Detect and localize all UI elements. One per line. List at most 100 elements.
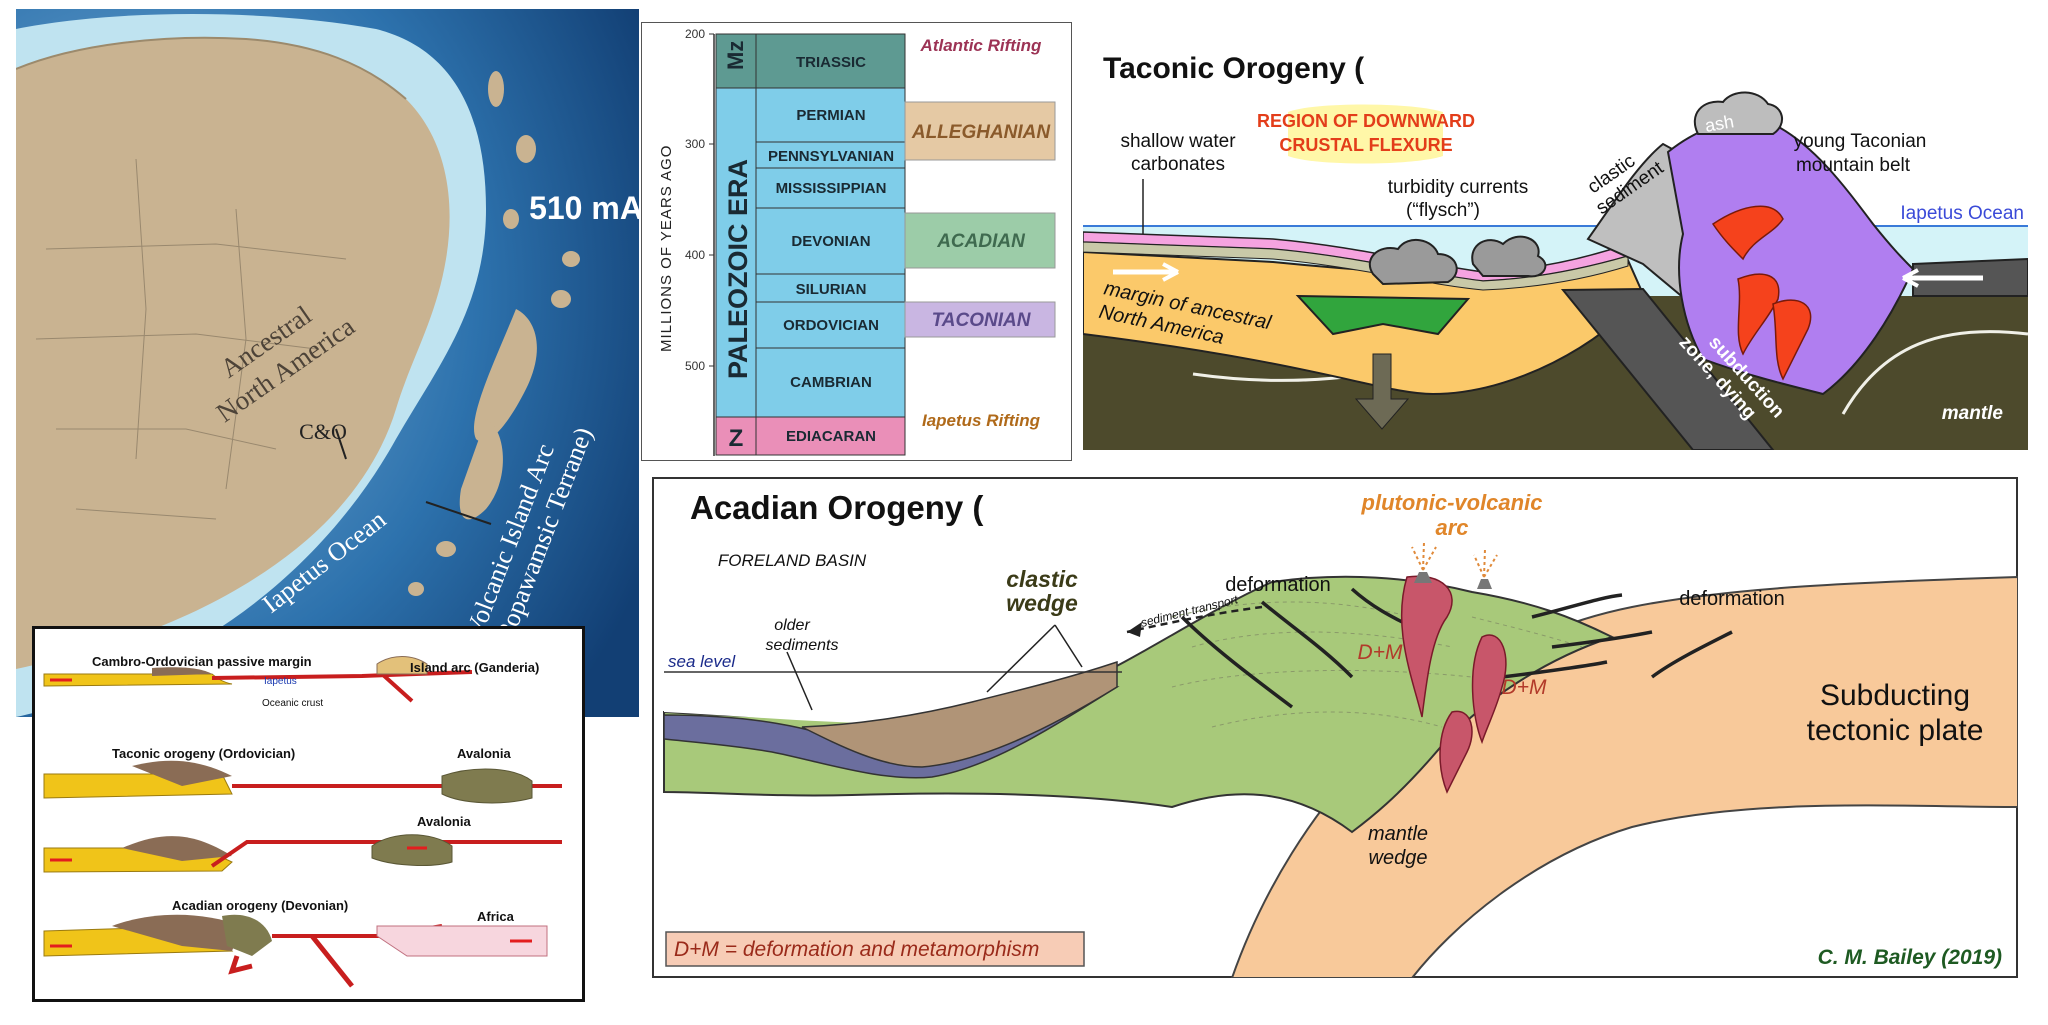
acadian-clastic-line2: wedge (1006, 590, 1078, 616)
taconic-young-line2: mountain belt (1796, 155, 1911, 176)
acadian-older-line1: older (774, 617, 810, 634)
era-mz-label: Mz (723, 41, 748, 70)
map-svg: 510 mA Ancestral North America C&O Iapet… (16, 9, 639, 717)
state-boundaries (35, 158, 347, 520)
inset-row2-right: Avalonia (457, 746, 511, 761)
timescale-axis-label: MILLIONS OF YEARS AGO (658, 145, 675, 352)
period-ediacaran: EDIACARAN (786, 428, 876, 445)
acadian-eruption-lines (1411, 541, 1498, 578)
ancestral-north-america (16, 37, 450, 669)
acadian-credit: C. M. Bailey (2019) (1818, 946, 2002, 969)
period-triassic: TRIASSIC (796, 54, 866, 71)
acadian-clastic-pointer-1 (986, 624, 1056, 693)
geologic-timescale: 200 300 400 500 MILLIONS OF YEARS AGO Mz… (641, 22, 1073, 462)
acadian-plate-line2: tectonic plate (1807, 714, 1984, 747)
inset-row3-right: Avalonia (417, 814, 471, 829)
acadian-clastic-line1: clastic (1006, 566, 1078, 592)
period-ordovician: ORDOVICIAN (783, 317, 879, 334)
inset-row1-right: Island arc (Ganderia) (410, 660, 539, 675)
taconic-downward-arrow (1354, 353, 1410, 430)
period-mississippian: MISSISSIPPIAN (776, 180, 887, 197)
inset-row2-title: Taconic orogeny (Ordovician) (112, 746, 295, 761)
period-silurian: SILURIAN (796, 281, 867, 298)
acadian-clastic-wedge (801, 660, 1118, 768)
taconic-plutons (1711, 205, 1812, 381)
inset-row-3: Avalonia (43, 814, 562, 873)
taconic-orogeny-panel: Taconic Orogeny ( REGION OF DOWNWARD CRU… (1083, 34, 2028, 450)
event-acadian-box (904, 212, 1056, 269)
taconic-mantle-flow-2 (1841, 330, 2028, 415)
inset-row-4: Acadian orogeny (Devonian) Africa (43, 898, 548, 988)
period-column: TRIASSIC PERMIAN PENNSYLVANIAN MISSISSIP… (755, 33, 906, 456)
acadian-plutons (1400, 575, 1507, 794)
tick-500: 500 (685, 359, 705, 373)
taconic-shallow-line1: shallow water (1120, 131, 1236, 152)
taconic-subducting-slab (1560, 287, 1775, 450)
acadian-dm-2: D+M (1502, 676, 1547, 699)
event-atlantic-rifting: Atlantic Rifting (920, 36, 1042, 55)
inset-row1-crust: Oceanic crust (262, 698, 323, 709)
taconic-flexure-line2: CRUSTAL FLEXURE (1279, 135, 1452, 155)
acadian-arc-line2: arc (1435, 515, 1468, 540)
taconic-arrow-left-head (1162, 262, 1179, 282)
coastline (16, 36, 407, 100)
period-devonian: DEVONIAN (791, 233, 870, 250)
taconic-turbidity-line1: turbidity currents (1388, 177, 1528, 198)
tectonic-evolution-inset: Cambro-Ordovician passive margin Island … (32, 626, 585, 1002)
event-alleghanian: ALLEGHANIAN (911, 122, 1052, 143)
acadian-arc-line1: plutonic-volcanic (1361, 490, 1543, 515)
inset-row4-right: Africa (477, 909, 515, 924)
acadian-volcano-2 (1477, 579, 1492, 589)
arc-pointer (425, 501, 492, 525)
acadian-mantle-line2: wedge (1369, 847, 1428, 869)
acadian-sediment-arrow (1126, 605, 1263, 634)
era-paleozoic-label: PALEOZOIC ERA (723, 159, 753, 379)
acadian-legend-box (665, 931, 1085, 967)
acadian-mantle-line1: mantle (1368, 823, 1428, 845)
taconic-ash: ash (1703, 111, 1735, 136)
acadian-older-pointer (786, 651, 813, 711)
volcanic-island-arc (347, 71, 580, 655)
acadian-plate-line1: Subducting (1820, 679, 1970, 712)
acadian-thrust-faults (1180, 587, 1733, 709)
inset-row1-title: Cambro-Ordovician passive margin (92, 654, 312, 669)
map-age-label: 510 mA (529, 190, 639, 226)
era-z-cell (715, 416, 757, 456)
event-iapetus-rifting: Iapetus Rifting (922, 411, 1041, 430)
timescale-ticks: 200 300 400 500 (685, 27, 714, 373)
acadian-deformation-left: deformation (1225, 574, 1331, 596)
event-taconian-box (904, 301, 1056, 338)
acadian-legend: D+M = deformation and metamorphism (674, 938, 1039, 961)
co-pointer (335, 428, 347, 460)
inset-row-1: Cambro-Ordovician passive margin Island … (43, 654, 539, 709)
taconic-ash-cloud (1693, 91, 1783, 135)
taconic-title: Taconic Orogeny ( (1103, 52, 1364, 85)
paleogeographic-map: 510 mA Ancestral North America C&O Iapet… (16, 9, 639, 717)
taconic-shallow-line2: carbonates (1131, 154, 1225, 175)
acadian-orogeny-panel: Acadian Orogeny ( FORELAND BASIN clastic… (652, 477, 2018, 978)
inset-row-2: Taconic orogeny (Ordovician) Avalonia (43, 746, 562, 804)
taconic-iapetus: Iapetus Ocean (1900, 203, 2024, 224)
taconic-flexure-line1: REGION OF DOWNWARD (1257, 111, 1475, 131)
period-cambrian: CAMBRIAN (790, 374, 872, 391)
map-co-label: C&O (299, 419, 347, 444)
acadian-volcano-1 (1414, 572, 1432, 583)
acadian-deformation-right: deformation (1679, 588, 1785, 610)
tick-300: 300 (685, 137, 705, 151)
taconic-young-line1: young Taconian (1794, 131, 1927, 152)
period-permian: PERMIAN (796, 107, 865, 124)
event-taconian: TACONIAN (932, 310, 1032, 331)
inset-row1-iapetus: Iapetus (264, 676, 297, 687)
acadian-clastic-pointer-2 (1054, 624, 1083, 668)
taconic-arrow-right-head (1902, 268, 1919, 288)
acadian-title: Acadian Orogeny ( (690, 489, 983, 526)
era-z-label: Z (729, 425, 744, 452)
taconic-flexure-highlight (1288, 104, 1443, 164)
taconic-turbidity-clouds (1368, 235, 1547, 286)
event-alleghanian-box (904, 101, 1056, 161)
inset-row4-title: Acadian orogeny (Devonian) (172, 898, 348, 913)
acadian-foreland: FORELAND BASIN (718, 551, 867, 570)
events-column: Atlantic Rifting ALLEGHANIAN ACADIAN TAC… (904, 36, 1056, 430)
timescale-svg: 200 300 400 500 MILLIONS OF YEARS AGO Mz… (641, 22, 1072, 461)
taconic-svg: Taconic Orogeny ( REGION OF DOWNWARD CRU… (1083, 34, 2028, 450)
